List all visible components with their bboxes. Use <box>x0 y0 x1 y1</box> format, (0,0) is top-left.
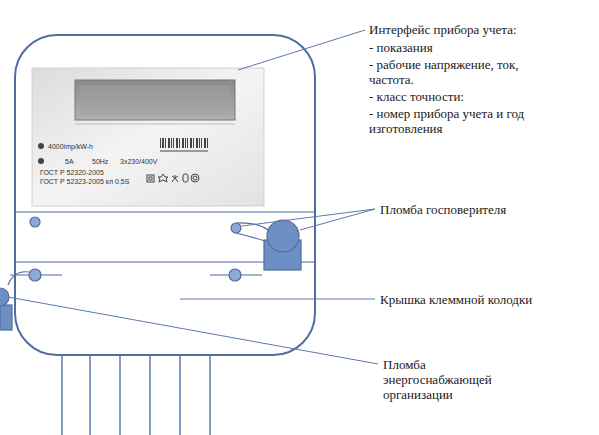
plate-text: 5A <box>65 157 74 166</box>
plate-text: ГОСТ Р 52320-2005 <box>40 168 104 177</box>
plate-text: ГОСТ Р 52323-2005 кл 0,5S <box>40 177 129 186</box>
interface-callout: - рабочие напряжение, ток, частота. <box>369 57 544 87</box>
part-callout: Пломба энергоснабжающей организации <box>383 357 518 402</box>
interface-callout: - номер прибора учета и год изготовления <box>369 106 544 136</box>
interface-callout: - показания <box>369 40 579 55</box>
interface-callout: - класс точности: <box>369 89 579 104</box>
plate-text: 50Hz <box>92 157 108 166</box>
plate-text: 4000imp/kW-h <box>48 142 93 151</box>
plate-text: 3x230/400V <box>120 157 157 166</box>
interface-callout: Интерфейс прибора учета: <box>369 22 579 37</box>
part-callout: Пломба госповерителя <box>380 202 590 217</box>
part-callout: Крышка клеммной колодки <box>380 292 590 307</box>
meter-faceplate: 4000imp/kW-h 5A 50Hz 3x230/400V ГОСТ Р 52320… <box>32 68 264 206</box>
